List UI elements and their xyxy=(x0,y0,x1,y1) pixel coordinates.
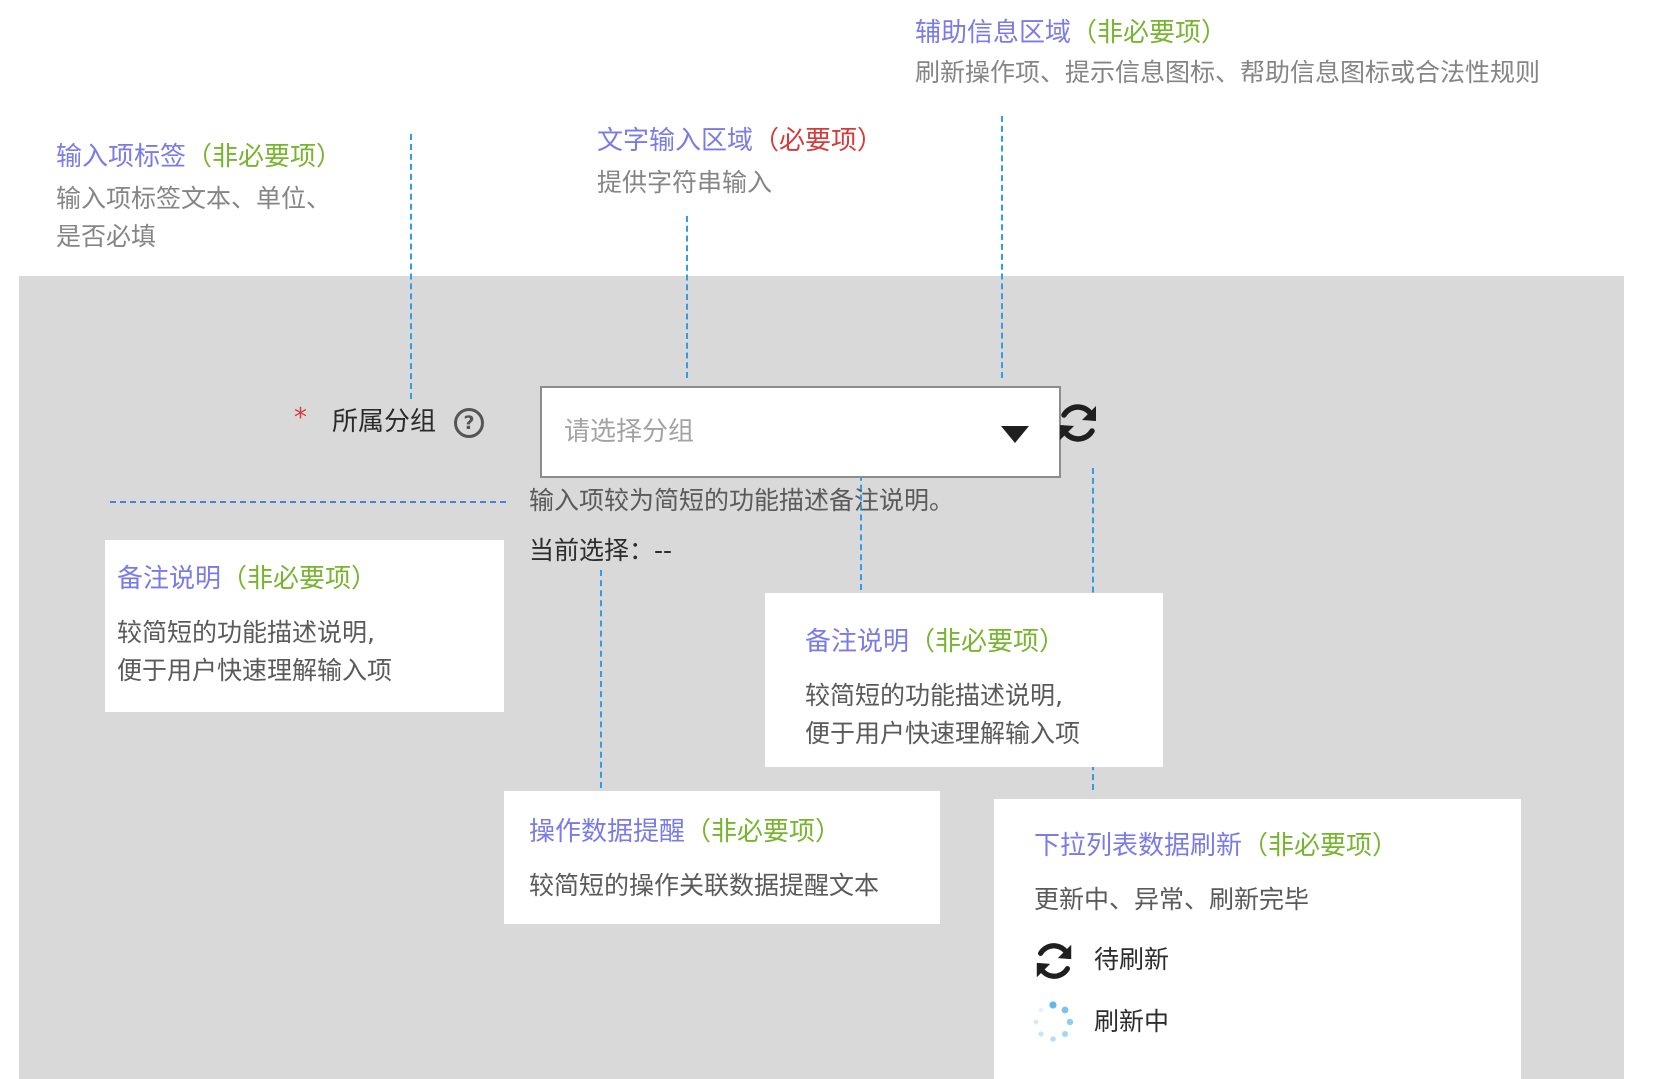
data-hint-tag: （非必要项） xyxy=(685,817,842,847)
data-hint-title: 操作数据提醒（非必要项） xyxy=(529,815,841,849)
remark-right-desc-2: 便于用户快速理解输入项 xyxy=(805,719,1081,748)
refresh-idle-label: 待刷新 xyxy=(1094,945,1170,974)
label-area-title: 输入项标签（非必要项） xyxy=(56,140,342,174)
text-input-area-title-text: 文字输入区域 xyxy=(597,126,754,156)
remark-left-tag: （非必要项） xyxy=(221,564,378,594)
aux-area-desc: 刷新操作项、提示信息图标、帮助信息图标或合法性规则 xyxy=(915,58,1541,87)
remark-left-connector-line xyxy=(110,501,506,503)
remark-left-desc-2: 便于用户快速理解输入项 xyxy=(117,656,393,685)
input-connector-line xyxy=(686,216,688,378)
aux-area-title: 辅助信息区域（非必要项） xyxy=(915,16,1227,50)
data-hint-card: 操作数据提醒（非必要项） 较简短的操作关联数据提醒文本 xyxy=(504,791,940,924)
refresh-states-title: 下拉列表数据刷新（非必要项） xyxy=(1034,829,1398,863)
remark-right-card: 备注说明（非必要项） 较简短的功能描述说明, 便于用户快速理解输入项 xyxy=(765,593,1163,767)
question-circle-icon[interactable]: ? xyxy=(454,408,484,438)
data-hint-title-text: 操作数据提醒 xyxy=(529,817,686,847)
help-glyph: ? xyxy=(463,412,475,434)
required-mark: * xyxy=(294,403,307,433)
refresh-states-title-text: 下拉列表数据刷新 xyxy=(1034,831,1243,861)
refresh-states-desc: 更新中、异常、刷新完毕 xyxy=(1034,885,1310,914)
label-area-tag: （非必要项） xyxy=(186,142,343,172)
aux-area-title-text: 辅助信息区域 xyxy=(915,18,1072,48)
loading-spinner-icon xyxy=(1032,1001,1074,1043)
label-area-title-text: 输入项标签 xyxy=(56,142,187,172)
aux-connector-line xyxy=(1001,116,1003,378)
remark-left-title: 备注说明（非必要项） xyxy=(117,562,377,596)
refresh-idle-icon xyxy=(1032,939,1076,983)
text-input-area-title: 文字输入区域（必要项） xyxy=(597,124,883,158)
data-hint-desc: 较简短的操作关联数据提醒文本 xyxy=(529,871,880,900)
remark-left-title-text: 备注说明 xyxy=(117,564,222,594)
remark-right-tag: （非必要项） xyxy=(909,627,1066,657)
remark-left-desc-1: 较简短的功能描述说明, xyxy=(117,618,375,647)
remark-right-connector-line xyxy=(860,425,862,590)
remark-right-title: 备注说明（非必要项） xyxy=(805,625,1065,659)
label-area-desc-2: 是否必填 xyxy=(56,222,157,251)
remark-right-title-text: 备注说明 xyxy=(805,627,910,657)
refresh-states-tag: （非必要项） xyxy=(1242,831,1399,861)
remark-right-desc-1: 较简短的功能描述说明, xyxy=(805,681,1063,710)
text-input-area-tag: （必要项） xyxy=(753,126,884,156)
caret-down-icon[interactable] xyxy=(1001,426,1029,443)
refresh-icon[interactable] xyxy=(1055,400,1101,446)
label-area-desc-1: 输入项标签文本、单位、 xyxy=(56,184,332,213)
field-label: 所属分组 xyxy=(332,407,437,437)
current-selection: 当前选择：-- xyxy=(529,536,673,565)
refresh-loading-label: 刷新中 xyxy=(1094,1007,1170,1036)
field-remark: 输入项较为简短的功能描述备注说明。 xyxy=(529,486,955,515)
data-hint-connector-line xyxy=(600,570,602,788)
refresh-states-card: 下拉列表数据刷新（非必要项） 更新中、异常、刷新完毕 待刷新 刷新中 xyxy=(994,799,1521,1079)
aux-area-tag: （非必要项） xyxy=(1071,18,1228,48)
label-connector-line xyxy=(410,134,412,399)
remark-left-card: 备注说明（非必要项） 较简短的功能描述说明, 便于用户快速理解输入项 xyxy=(105,540,504,712)
group-select[interactable]: 请选择分组 xyxy=(540,386,1061,478)
select-placeholder: 请选择分组 xyxy=(564,417,695,447)
text-input-area-desc: 提供字符串输入 xyxy=(597,168,773,197)
